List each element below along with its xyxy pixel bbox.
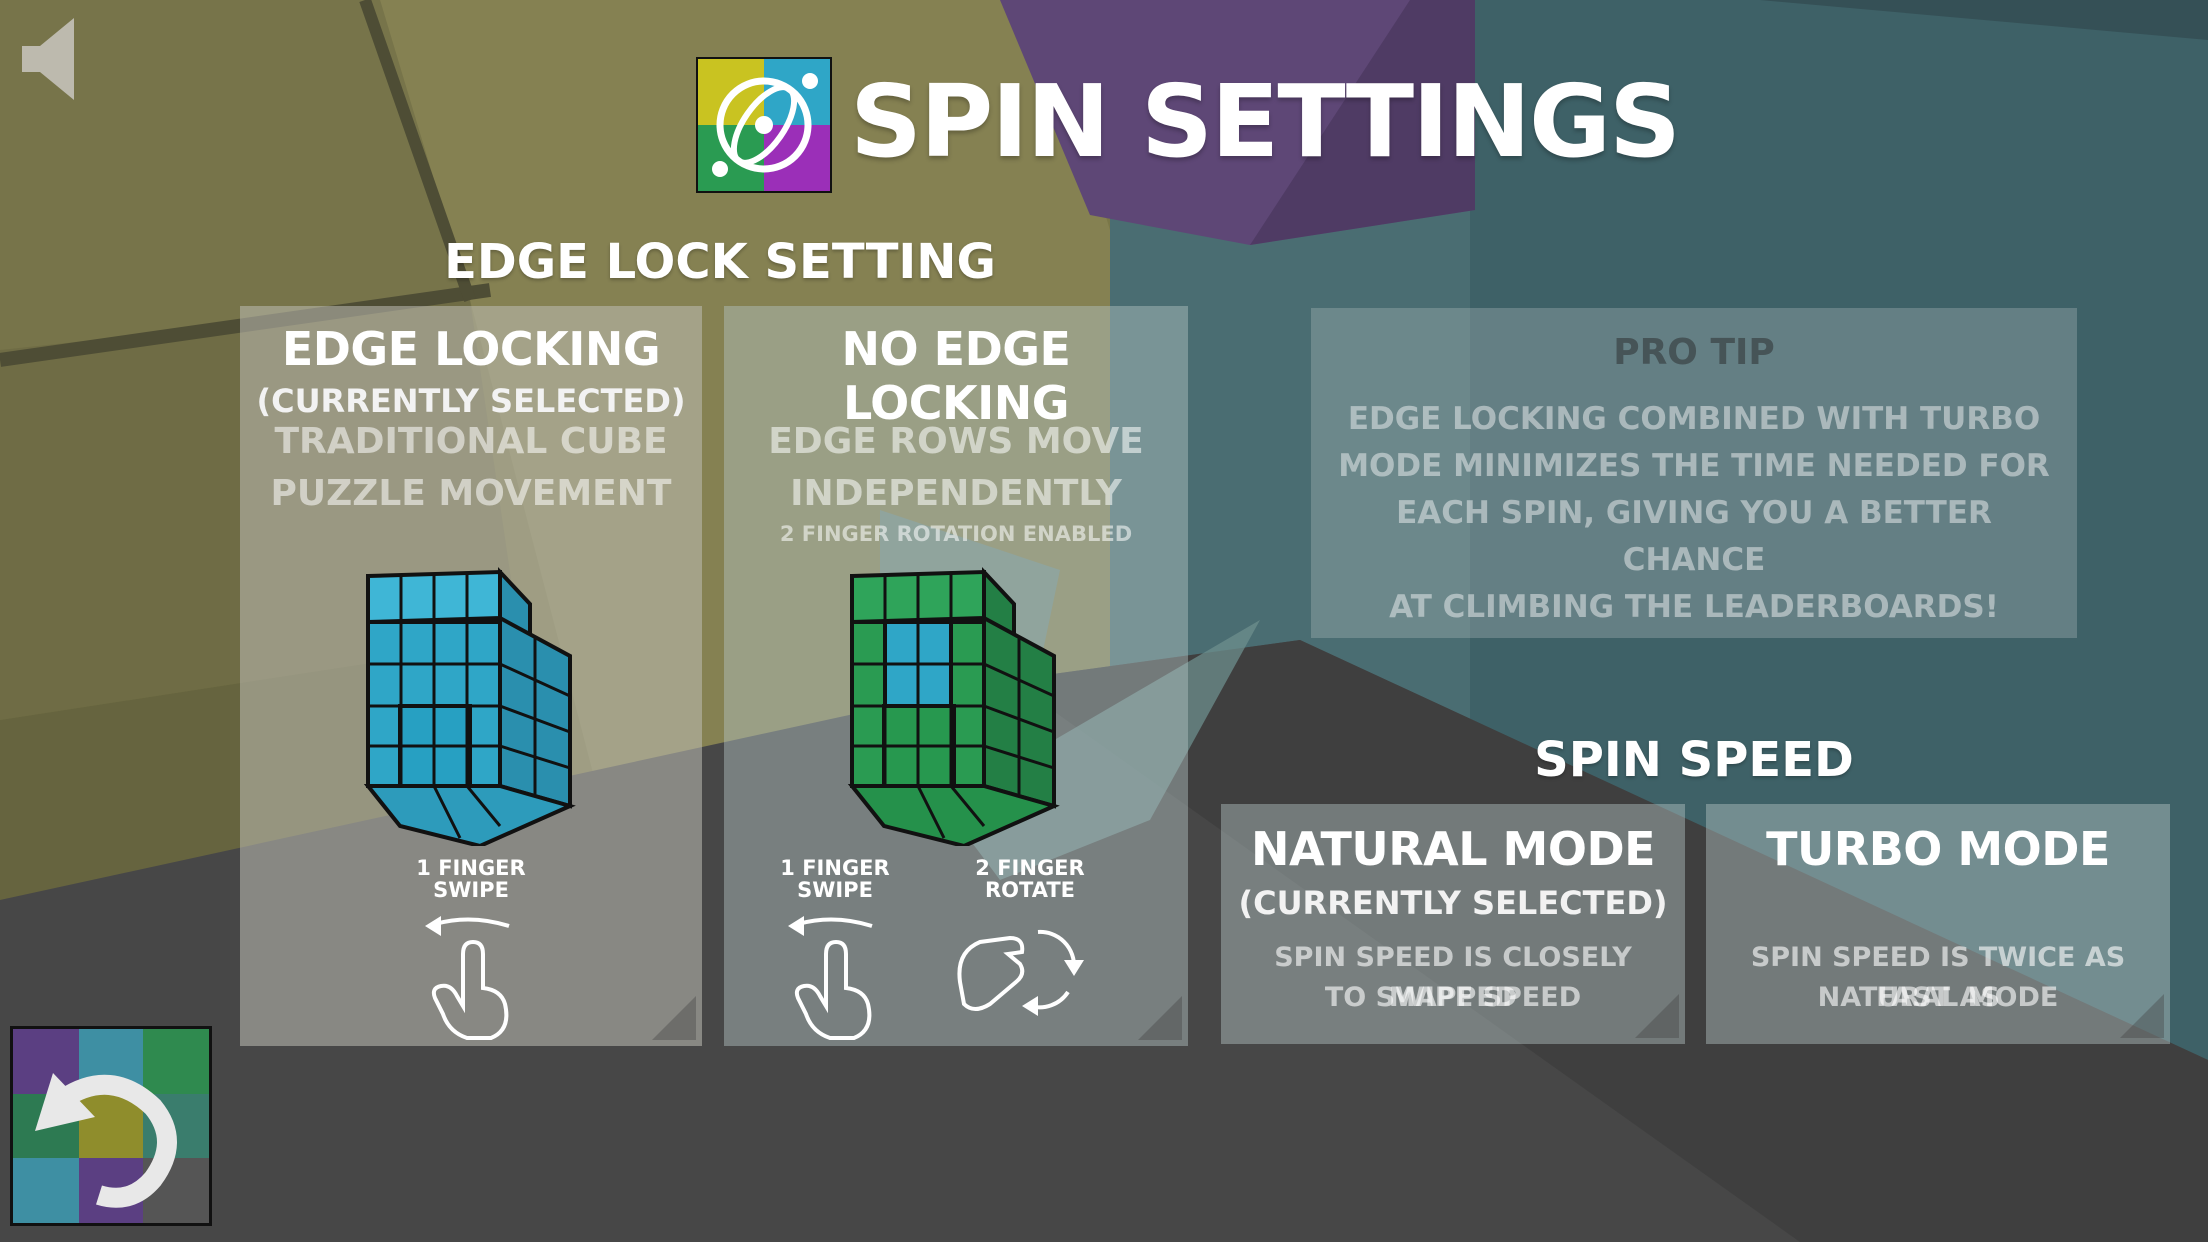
select-corner-indicator <box>1138 996 1182 1040</box>
edge-locking-desc-line-2: PUZZLE MOVEMENT <box>270 473 672 514</box>
gesture-swipe-label-line-1: 1 FINGER <box>780 856 890 880</box>
blue-cube-illustration <box>363 566 576 846</box>
two-finger-rotate-icon <box>957 929 1084 1016</box>
page-title: SPIN SETTINGS <box>850 63 1681 180</box>
natural-mode-title: NATURAL MODE <box>1250 822 1656 876</box>
pro-tip-line: AT CLIMBING THE LEADERBOARDS! <box>1389 589 1999 625</box>
gesture-rotate-label-line-2: ROTATE <box>984 878 1075 902</box>
no-edge-locking-note: 2 FINGER ROTATION ENABLED <box>779 522 1133 546</box>
natural-mode-desc-line-2: TO SWIPE SPEED <box>1324 982 1582 1013</box>
turbo-mode-desc-line-2: NATURAL MODE <box>1817 982 2059 1013</box>
edge-locking-option[interactable]: EDGE LOCKING (CURRENTLY SELECTED) TRADIT… <box>240 306 702 1046</box>
turbo-mode-title: TURBO MODE <box>1766 822 2110 876</box>
natural-mode-selected-label: (CURRENTLY SELECTED) <box>1238 884 1668 922</box>
edge-locking-desc-line-1: TRADITIONAL CUBE <box>274 421 668 462</box>
undo-arrow-icon <box>35 1073 177 1208</box>
back-button-grid <box>13 1029 209 1223</box>
no-edge-locking-title: NO EDGE LOCKING <box>841 322 1071 430</box>
select-corner-indicator <box>1635 994 1679 1038</box>
pro-tip-line: EDGE LOCKING COMBINED WITH TURBO <box>1347 401 2041 437</box>
natural-mode-desc-line-1: SPIN SPEED IS CLOSELY MAPPED <box>1274 942 1632 1013</box>
select-corner-indicator <box>652 996 696 1040</box>
no-edge-locking-option[interactable]: NO EDGE LOCKING EDGE ROWS MOVE INDEPENDE… <box>724 306 1188 1046</box>
gesture-swipe-label-line-2: SWIPE <box>797 878 873 902</box>
edge-lock-heading: EDGE LOCK SETTING <box>444 234 996 290</box>
edge-locking-title: EDGE LOCKING <box>281 322 661 376</box>
back-button[interactable] <box>10 1026 212 1226</box>
gesture-swipe-label-line-2: SWIPE <box>433 878 509 902</box>
no-edge-locking-desc-line-1: EDGE ROWS MOVE <box>768 421 1144 462</box>
gesture-swipe-label-line-1: 1 FINGER <box>416 856 526 880</box>
pro-tip-line: EACH SPIN, GIVING YOU A BETTER CHANCE <box>1396 495 1992 578</box>
speaker-icon <box>22 18 74 100</box>
finger-swipe-icon <box>788 916 873 1040</box>
pro-tip-line: MODE MINIMIZES THE TIME NEEDED FOR <box>1338 448 2050 484</box>
finger-swipe-icon <box>425 916 510 1040</box>
pro-tip-body: EDGE LOCKING COMBINED WITH TURBO MODE MI… <box>1331 396 2057 631</box>
no-edge-locking-desc-line-2: INDEPENDENTLY <box>790 473 1122 514</box>
select-corner-indicator <box>2120 994 2164 1038</box>
spin-speed-heading: SPIN SPEED <box>1534 732 1854 788</box>
turbo-mode-desc-line-1: SPIN SPEED IS TWICE AS FAST AS <box>1750 942 2126 1013</box>
natural-mode-option[interactable]: NATURAL MODE (CURRENTLY SELECTED) SPIN S… <box>1221 804 1685 1044</box>
sound-button[interactable] <box>18 14 82 104</box>
atom-orbit-icon <box>698 59 830 191</box>
spin-settings-logo <box>696 57 832 193</box>
pro-tip-panel: PRO TIP EDGE LOCKING COMBINED WITH TURBO… <box>1311 308 2077 638</box>
pro-tip-title: PRO TIP <box>1613 332 1775 373</box>
green-cube-illustration <box>847 566 1060 846</box>
edge-locking-selected-label: (CURRENTLY SELECTED) <box>256 382 686 420</box>
turbo-mode-option[interactable]: TURBO MODE SPIN SPEED IS TWICE AS FAST A… <box>1706 804 2170 1044</box>
gesture-rotate-label-line-1: 2 FINGER <box>975 856 1085 880</box>
